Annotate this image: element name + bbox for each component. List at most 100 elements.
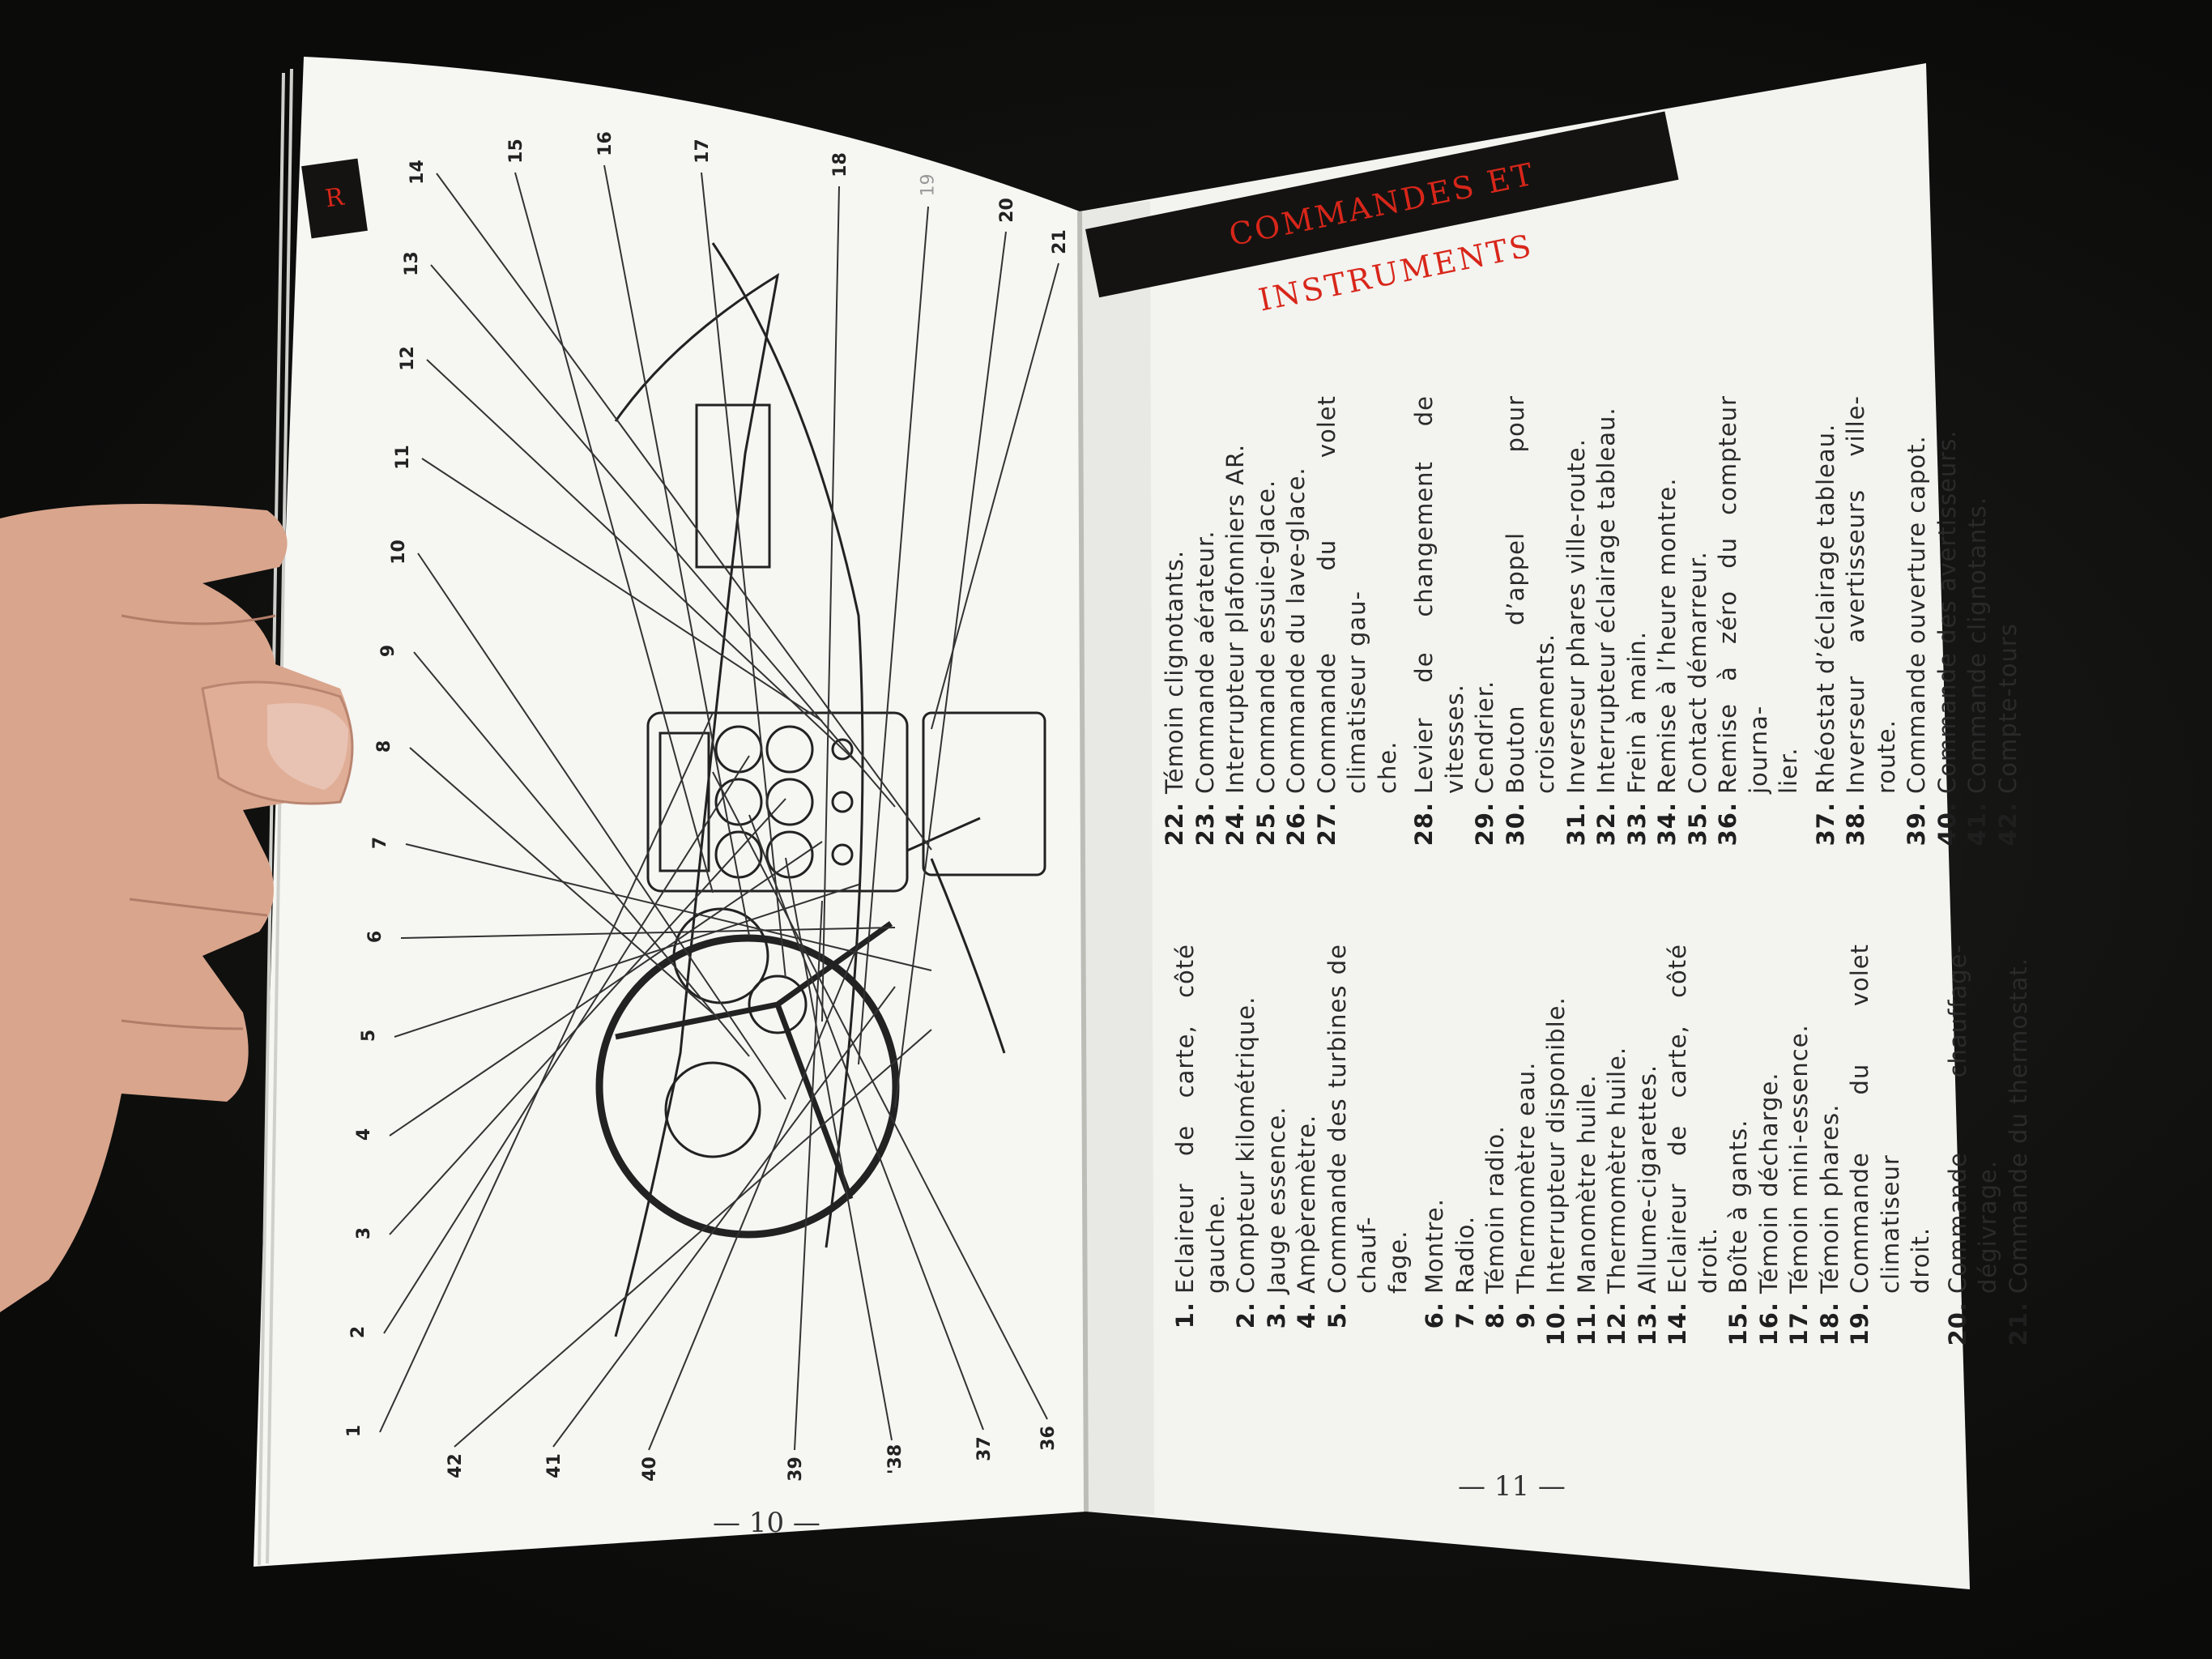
callout-number: 36 — [1038, 1426, 1059, 1451]
leader-line — [413, 651, 750, 1057]
leader-line — [858, 206, 929, 1065]
legend-number: 10. — [1542, 1302, 1570, 1346]
leader-line — [430, 264, 896, 808]
legend-text: Inverseur phares ville-route. — [1562, 438, 1590, 794]
wheel-hub — [748, 975, 808, 1034]
legend-number: 33. — [1622, 802, 1651, 847]
left-page — [254, 57, 1086, 1567]
leader-line — [794, 900, 823, 1451]
leader-line — [421, 458, 823, 722]
leader-line — [379, 712, 714, 1433]
legend-item: 8.Témoin radio. — [1481, 944, 1511, 1349]
radio — [658, 731, 710, 872]
leader-line — [417, 552, 786, 1100]
legend-text: Jauge essence. — [1262, 1106, 1290, 1294]
legend-text: Commande ouverture capot. — [1903, 435, 1930, 794]
callout-number: 40 — [639, 1456, 660, 1482]
legend-item: 16.Témoin décharge. — [1754, 944, 1785, 1349]
callout-number: '38 — [885, 1444, 906, 1475]
leader-line — [648, 943, 859, 1451]
legend-item: 4.Ampèremètre. — [1292, 944, 1323, 1349]
legend-item: 14.Eclaireur de carte, côté droit. — [1663, 944, 1724, 1349]
callout-number: 10 — [388, 539, 409, 565]
legend-item: 21.Commande du thermostat. — [2004, 944, 2035, 1349]
legend-number: 32. — [1592, 802, 1620, 847]
legend-item: 41.Commande clignotants. — [1963, 395, 1993, 849]
legend-text: Interrupteur éclairage tableau. — [1592, 407, 1620, 794]
leader-line — [389, 798, 786, 1235]
legend-number: 1. — [1171, 1302, 1199, 1329]
legend-text: Eclaireur de carte, côté gauche. — [1171, 944, 1230, 1294]
legend-item: 32. Interrupteur éclairage tableau. — [1592, 395, 1622, 849]
legend-text: Cendrier. — [1471, 680, 1498, 794]
legend-item: 11. Manomètre huile. — [1572, 944, 1603, 1349]
legend-number: 25. — [1251, 802, 1280, 847]
legend-text: Commande essuie-glace. — [1251, 479, 1280, 794]
legend-text: Frein à main. — [1622, 630, 1651, 794]
legend-item: 7.Radio. — [1451, 944, 1481, 1349]
callout-number: 11 — [392, 445, 413, 470]
callout-number: 9 — [378, 644, 399, 658]
legend-item: 1. Eclaireur de carte, côté gauche. — [1170, 944, 1231, 1349]
legend-item: 9.Thermomètre eau. — [1511, 944, 1542, 1349]
legend-text: Montre. — [1421, 1198, 1448, 1294]
callout-number: 42 — [445, 1453, 466, 1478]
leader-line — [701, 172, 786, 979]
legend-number: 29. — [1471, 802, 1498, 847]
legend-item: 20.Commande chauffage-dégivrage. — [1943, 944, 2004, 1349]
legend-number: 5. — [1323, 1302, 1351, 1329]
leader-line — [603, 164, 750, 936]
page-number-left: — 10 — — [713, 1507, 820, 1539]
right-page — [1080, 63, 1970, 1589]
leader-line — [821, 186, 840, 1022]
leader-line — [409, 747, 714, 1014]
callout-number: 21 — [1049, 229, 1070, 254]
legend-number: 23. — [1191, 802, 1219, 847]
callout-number: 3 — [354, 1226, 375, 1240]
legend-text: Témoin phares. — [1815, 1103, 1843, 1294]
leader-line — [400, 927, 896, 939]
legend-item: 34.Remise à l’heure montre. — [1652, 395, 1683, 849]
callout-number: 18 — [829, 152, 850, 177]
legend-item: 33. Frein à main. — [1622, 395, 1653, 849]
legend-number: 11. — [1572, 1302, 1600, 1346]
legend-number: 9. — [1511, 1302, 1540, 1329]
legend-text: Inverseur avertisseurs ville-route. — [1842, 395, 1900, 794]
left-page-edges — [258, 68, 293, 1566]
legend-text: Commande clignotants. — [1963, 497, 1991, 794]
leader-line — [514, 172, 714, 893]
leader-line — [748, 814, 984, 1431]
legend-text-continuation: fage. — [1383, 1230, 1412, 1294]
leader-line — [785, 857, 893, 1441]
callout-number: 20 — [996, 198, 1017, 223]
legend-item: 40.Commande des avertisseurs. — [1933, 395, 1963, 849]
leader-line — [552, 986, 896, 1448]
legend-item: 36. Remise à zéro du compteur journa- — [1713, 395, 1774, 849]
legend-text: Compte-tours — [1993, 623, 2022, 794]
legend-number: 7. — [1451, 1302, 1479, 1329]
legend-text: Manomètre huile. — [1572, 1074, 1600, 1294]
callout-number: 37 — [974, 1436, 995, 1461]
legend-text: Commande du volet climatiseur — [1846, 944, 1904, 1294]
legend-item: 2.Compteur kilométrique. — [1231, 944, 1262, 1349]
windscreen-line — [614, 272, 780, 1337]
legend-item: 5.Commande des turbines de chauf- — [1323, 944, 1383, 1349]
legend-number: 27. — [1312, 802, 1340, 847]
legend-number: 36. — [1714, 802, 1741, 847]
legend-text: Témoin radio. — [1481, 1125, 1509, 1294]
legend-text: Allume-cigarettes. — [1633, 1064, 1661, 1294]
legend-number: 21. — [2004, 1302, 2032, 1346]
legend-text: Remise à zéro du compteur journa- — [1714, 395, 1772, 794]
legend-text: Levier de changement de vitesses. — [1410, 395, 1468, 794]
legend-number: 40. — [1933, 802, 1961, 847]
legend-number: 19. — [1846, 1302, 1873, 1346]
legend-text: Thermomètre huile. — [1603, 1046, 1630, 1294]
legend-item: 39.Commande ouverture capot. — [1902, 395, 1933, 849]
legend-text: Compteur kilométrique. — [1232, 996, 1259, 1294]
legend-text: Contact démarreur. — [1683, 551, 1711, 794]
legend-number: 6. — [1421, 1302, 1448, 1329]
callout-number: 19 — [918, 173, 939, 197]
legend-item: 12.Thermomètre huile. — [1602, 944, 1633, 1349]
legend-text: Commande du volet climatiseur gau- — [1312, 395, 1371, 794]
legend-item: 28.Levier de changement de vitesses. — [1409, 395, 1470, 849]
